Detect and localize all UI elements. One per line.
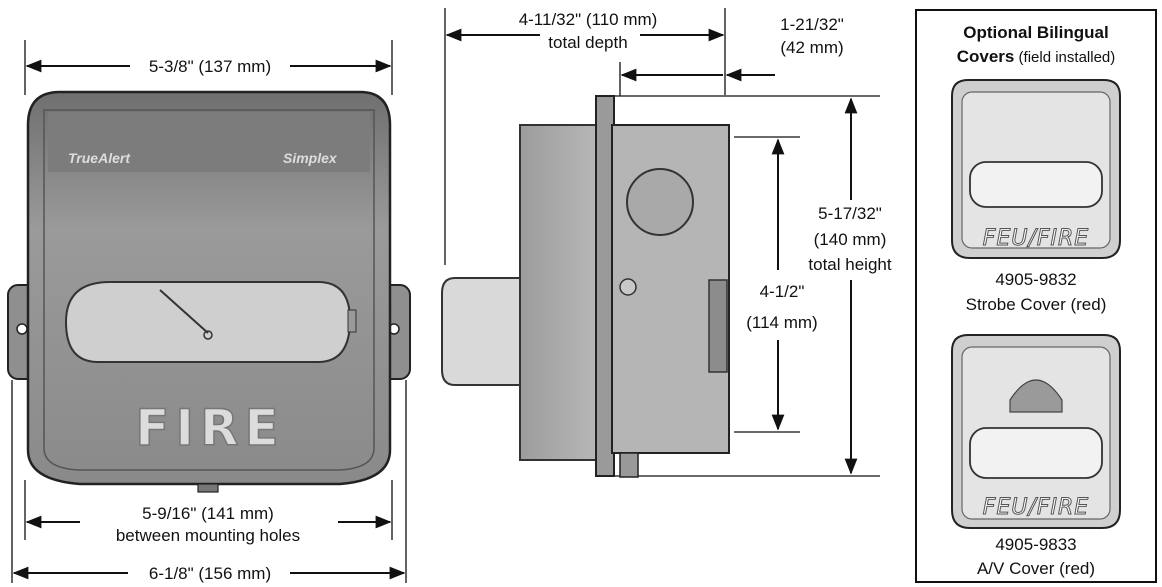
brand-logo-left: TrueAlert xyxy=(68,150,131,166)
mounting-hole-left xyxy=(16,323,28,335)
top-width-label: 5-3/8" (137 mm) xyxy=(149,57,271,76)
offset-label: 1-21/32" xyxy=(780,15,844,34)
mount-width-caption: between mounting holes xyxy=(116,526,300,545)
covers-title-bold: Covers xyxy=(957,47,1015,66)
bottom-tab xyxy=(197,483,219,493)
covers-title: Optional Bilingual xyxy=(963,23,1108,42)
strobe-cover-legend: FEU/FIRE xyxy=(983,226,1089,251)
overall-width-label: 6-1/8" (156 mm) xyxy=(149,564,271,583)
brand-logo-right: Simplex xyxy=(283,150,338,166)
covers-title-rest: (field installed) xyxy=(1014,49,1115,66)
offset-caption: (42 mm) xyxy=(780,38,843,57)
housing-inner-edge xyxy=(43,109,375,471)
screw xyxy=(619,278,637,296)
box-height-label: 4-1/2" xyxy=(760,282,805,301)
speaker-grille-icon xyxy=(1009,379,1063,413)
strobe-lens xyxy=(64,281,352,363)
total-height-label: 5-17/32" xyxy=(818,204,882,223)
total-height-caption: total height xyxy=(808,255,891,274)
total-height-mm: (140 mm) xyxy=(814,230,887,249)
device-top-band xyxy=(48,112,370,172)
av-cover-lens xyxy=(969,427,1103,479)
av-cover-description: A/V Cover (red) xyxy=(977,559,1095,578)
av-cover-legend: FEU/FIRE xyxy=(983,495,1089,520)
av-cover-part-number: 4905-9833 xyxy=(995,535,1076,554)
side-view: 4-11/32" (110 mm) total depth 1-21/32" (… xyxy=(441,8,892,478)
covers-subtitle: Covers (field installed) xyxy=(957,47,1116,66)
mount-width-label: 5-9/16" (141 mm) xyxy=(142,504,274,523)
covers-panel: Optional Bilingual Covers (field install… xyxy=(915,9,1157,583)
depth-caption: total depth xyxy=(548,33,627,52)
depth-label: 4-11/32" (110 mm) xyxy=(519,10,658,29)
fire-lettering: FIRE xyxy=(135,399,284,457)
knockout-circle xyxy=(626,168,694,236)
lens-center-dot xyxy=(203,330,213,340)
lens-reflection-line xyxy=(159,289,209,334)
back-box-tab xyxy=(708,279,728,373)
strobe-cover-part-number: 4905-9832 xyxy=(995,270,1076,289)
bottom-fitting xyxy=(619,452,639,478)
lens-projection xyxy=(441,277,523,386)
front-view: 5-3/8" (137 mm) TrueAlert Simplex FIRE 5… xyxy=(7,40,411,583)
box-height-caption: (114 mm) xyxy=(746,313,817,332)
lens-clip xyxy=(347,309,357,333)
housing-side xyxy=(519,124,601,461)
strobe-cover-description: Strobe Cover (red) xyxy=(966,295,1107,314)
strobe-cover-lens xyxy=(969,161,1103,208)
